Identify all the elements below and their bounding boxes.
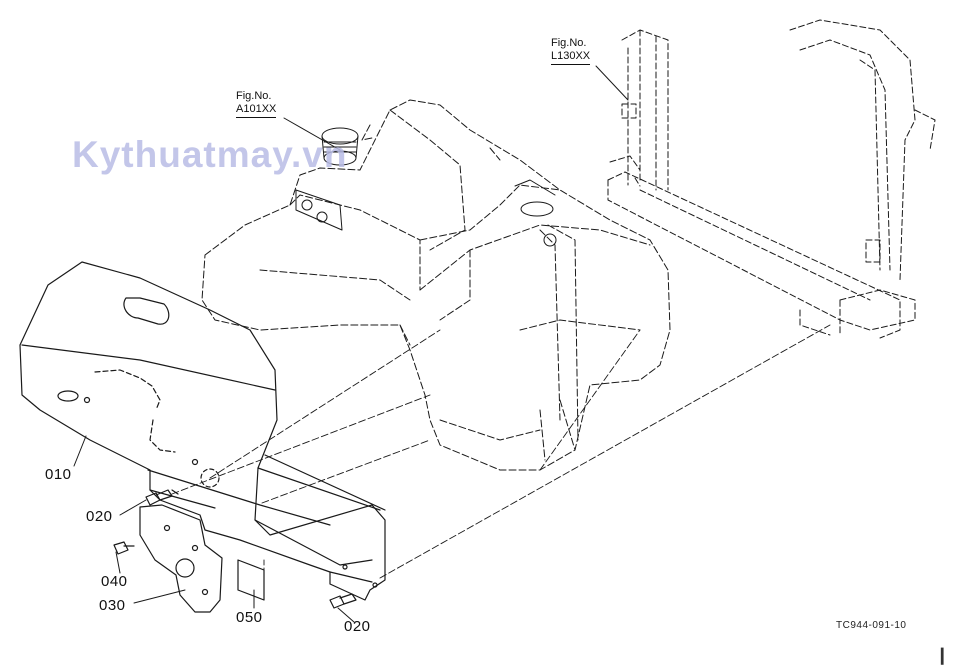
watermark-text: Kythuatmay.vn	[72, 134, 348, 175]
callout-030[interactable]: 030	[99, 597, 126, 614]
fig-ref-code: A101XX	[236, 103, 277, 118]
fig-ref-label: Fig.No.	[236, 90, 272, 102]
callout-010[interactable]: 010	[45, 466, 72, 483]
callout-020-lower[interactable]: 020	[344, 618, 371, 635]
corner-mark-icon: ┃	[938, 648, 947, 664]
drawing-code: TC944-091-10	[836, 620, 907, 631]
decal-050	[237, 559, 265, 601]
bracket-plate-030	[139, 504, 223, 613]
callout-leaders	[73, 65, 629, 623]
bolts	[113, 489, 357, 609]
filler-neck	[295, 127, 557, 247]
alignment-lines	[171, 324, 831, 579]
callout-050[interactable]: 050	[236, 609, 263, 626]
callout-020-upper[interactable]: 020	[86, 508, 113, 525]
fig-ref-code: L130XX	[551, 50, 591, 65]
fig-ref-fuel-tank[interactable]: Fig.No. A101XX	[236, 90, 277, 118]
guard-cover-010	[19, 261, 386, 601]
fuel-tank-outline	[201, 99, 671, 471]
frame-outline	[607, 19, 936, 339]
fig-ref-frame[interactable]: Fig.No. L130XX	[551, 37, 591, 65]
callout-040[interactable]: 040	[101, 573, 128, 590]
fig-ref-label: Fig.No.	[551, 37, 587, 49]
